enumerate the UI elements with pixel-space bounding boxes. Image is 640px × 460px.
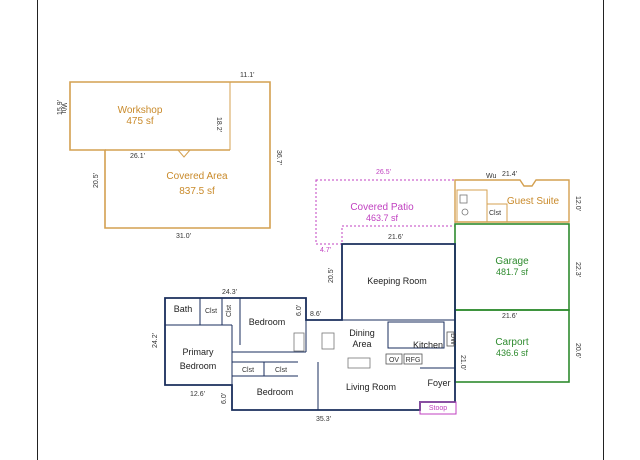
bath-label: Bath bbox=[174, 304, 193, 314]
garage-name: Garage bbox=[495, 256, 529, 267]
stoop-outline bbox=[419, 401, 457, 415]
wu-label-outbuilding: Wu bbox=[60, 103, 67, 113]
keeping-room-label: Keeping Room bbox=[367, 276, 427, 286]
workshop-name: Workshop bbox=[118, 105, 163, 116]
dim-keeping-top: 21.6' bbox=[388, 234, 403, 241]
clst-label-4: Clst bbox=[275, 367, 287, 374]
stoop-label: Stoop bbox=[429, 405, 447, 412]
dim-house-top-left: 24.3' bbox=[222, 289, 237, 296]
dining-area-label: Area bbox=[352, 339, 371, 349]
dw-label: DW bbox=[449, 333, 456, 345]
house-walls bbox=[164, 243, 456, 411]
guest-clst-label: Clst bbox=[489, 210, 501, 217]
dim-workshop-inner-h: 26.1' bbox=[130, 153, 145, 160]
clst-label-1: Clst bbox=[205, 308, 217, 315]
guest-suite-name: Guest Suite bbox=[507, 196, 560, 207]
dim-guest-right: 12.0' bbox=[574, 196, 581, 211]
page-border-right bbox=[603, 0, 604, 460]
carport-name: Carport bbox=[495, 337, 529, 348]
dim-patio-top: 26.5' bbox=[376, 169, 391, 176]
page-border-left bbox=[37, 0, 38, 460]
clst-label-2: Clst bbox=[226, 305, 233, 317]
dim-guest-top: 21.4' bbox=[502, 171, 517, 178]
covered-area-name: Covered Area bbox=[166, 171, 228, 182]
primary-label: Primary bbox=[183, 347, 214, 357]
clst-label-3: Clst bbox=[242, 367, 254, 374]
patio-area: 463.7 sf bbox=[366, 213, 399, 223]
appliance-dw bbox=[446, 331, 455, 347]
dim-carport-left: 21.0' bbox=[459, 355, 466, 370]
dim-house-bottom: 35.3' bbox=[316, 416, 331, 423]
dim-outbuilding-bottom: 31.0' bbox=[176, 233, 191, 240]
dim-outbuilding-top: 11.1' bbox=[240, 72, 254, 79]
dim-carport-right: 20.6' bbox=[574, 343, 581, 358]
bedroom-label-2: Bedroom bbox=[257, 387, 294, 397]
garage-area: 481.7 sf bbox=[496, 267, 529, 277]
outbuilding bbox=[69, 81, 271, 229]
guest-suite bbox=[454, 179, 570, 223]
dim-house-small-h: 8.6' bbox=[310, 311, 321, 318]
house-outline bbox=[164, 243, 456, 411]
dim-patio-left: 4.7' bbox=[320, 247, 331, 254]
carport-area: 436.6 sf bbox=[496, 348, 529, 358]
dim-outbuilding-right: 36.7' bbox=[275, 150, 282, 165]
workshop-outline bbox=[69, 81, 271, 229]
primary-bedroom-label: Bedroom bbox=[180, 361, 217, 371]
rfg-label: RFG bbox=[406, 357, 421, 364]
appliance-rfg bbox=[403, 353, 423, 365]
dim-outbuilding-left-lower: 20.5' bbox=[93, 173, 100, 188]
living-room-label: Living Room bbox=[346, 382, 396, 392]
dim-garage-right: 22.3' bbox=[574, 262, 581, 277]
guest-suite-wu: Wu bbox=[486, 173, 496, 180]
hall-bath-sink bbox=[321, 332, 335, 350]
dim-carport-top: 21.6' bbox=[502, 313, 517, 320]
dining-label: Dining bbox=[349, 328, 375, 338]
workshop-area: 475 sf bbox=[126, 116, 153, 127]
dim-house-bottom-left: 12.6' bbox=[190, 391, 205, 398]
guest-suite-fixture bbox=[459, 194, 468, 204]
covered-area-size: 837.5 sf bbox=[179, 186, 215, 197]
dim-house-bottom-small-v: 6.0' bbox=[221, 393, 228, 404]
dim-house-small-v: 6.0' bbox=[296, 305, 303, 316]
ov-label: OV bbox=[389, 357, 399, 364]
guest-suite-closet bbox=[486, 203, 508, 223]
dim-house-left: 24.2' bbox=[152, 333, 159, 348]
toilet-icon bbox=[461, 208, 469, 216]
patio-name: Covered Patio bbox=[350, 202, 414, 213]
workshop-door-icon bbox=[177, 149, 191, 158]
house-interior-walls bbox=[165, 298, 455, 410]
kitchen-counter bbox=[387, 321, 445, 349]
dim-workshop-inner-v: 18.2' bbox=[215, 117, 222, 132]
fireplace-icon bbox=[347, 357, 371, 369]
dim-outbuilding-left: 15.9' bbox=[57, 100, 64, 115]
foyer-label: Foyer bbox=[427, 378, 450, 388]
patio-outline bbox=[315, 179, 456, 245]
appliance-ov bbox=[385, 353, 403, 365]
dim-keeping-left: 20.5' bbox=[328, 268, 335, 283]
hall-bath-tub bbox=[293, 332, 305, 352]
bedroom-label-1: Bedroom bbox=[249, 317, 286, 327]
kitchen-label: Kitchen bbox=[413, 340, 443, 350]
